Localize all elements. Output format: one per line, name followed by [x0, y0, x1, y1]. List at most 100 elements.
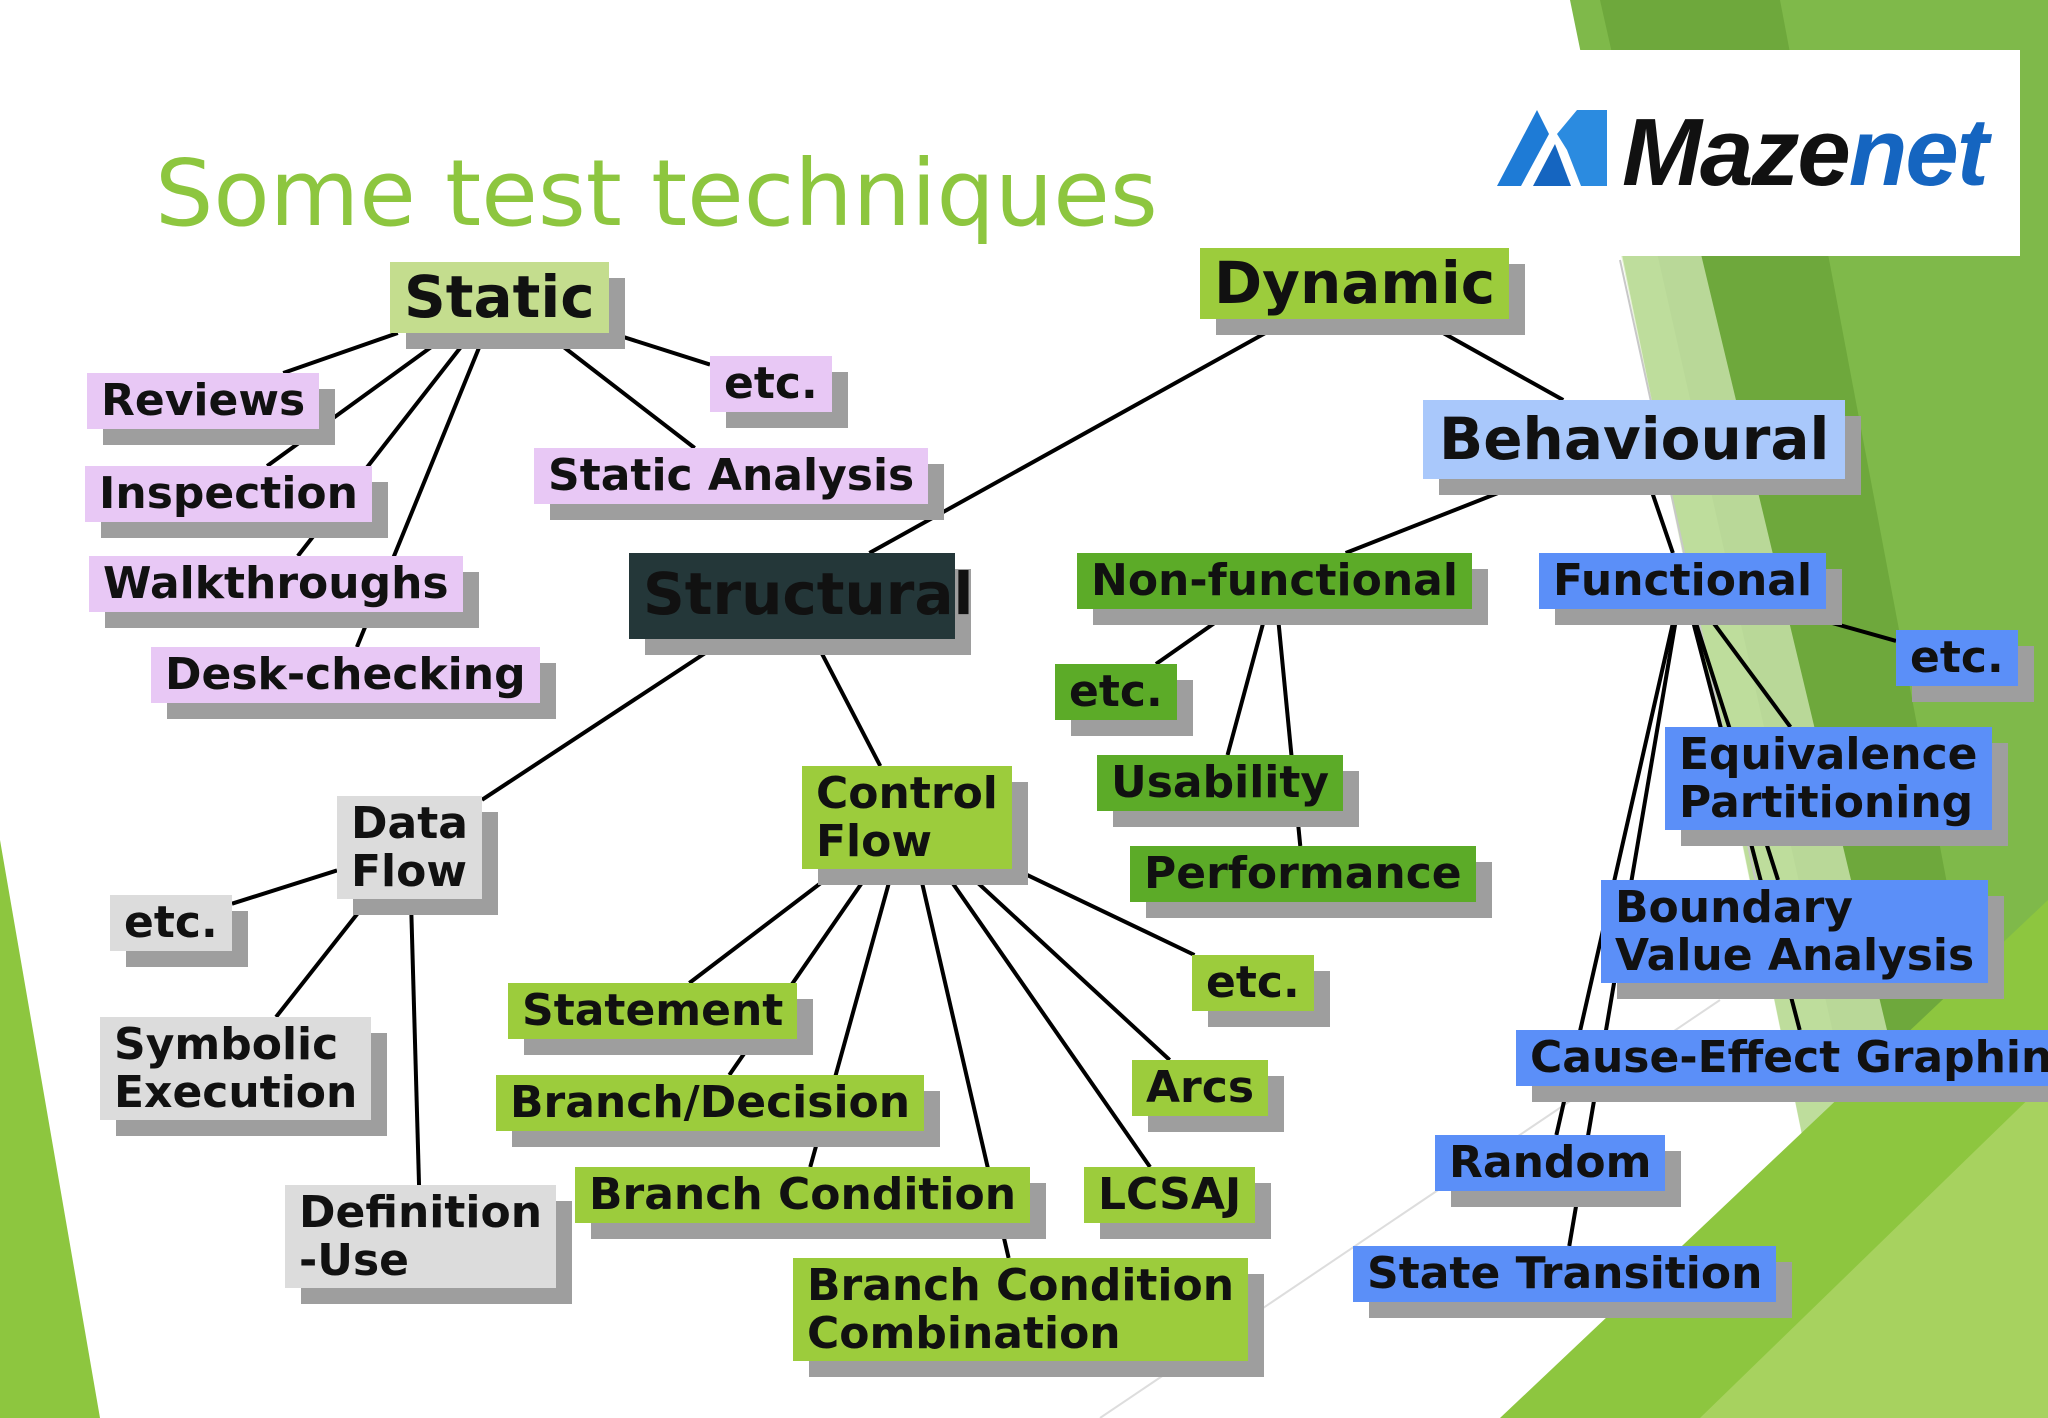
connector-static-reviews — [282, 331, 399, 375]
connector-dynamic-behavioural — [1417, 317, 1565, 402]
connector-structural-control_flow — [812, 638, 883, 767]
connector-functional-equivalence_partitioning — [1701, 607, 1793, 729]
connector-data_flow-symbolic_execution — [274, 897, 371, 1019]
connector-non_functional-non_functional_etc — [1154, 607, 1236, 666]
node-label: Branch Condition — [589, 1169, 1017, 1220]
connector-static-walkthroughs — [296, 331, 474, 558]
node-label-line1: Boundary — [1615, 882, 1853, 933]
node-label: Behavioural — [1439, 405, 1830, 473]
node-label-line2: Combination — [807, 1307, 1121, 1359]
node-label: Reviews — [101, 375, 306, 426]
node-random: Random — [1435, 1135, 1666, 1191]
node-label-line1: Control — [816, 768, 998, 819]
node-functional: Functional — [1539, 553, 1827, 609]
node-label: State Transition — [1367, 1248, 1763, 1299]
node-functional-etc: etc. — [1896, 630, 2018, 686]
node-label: etc. — [124, 897, 218, 948]
logo-text-main: Maze — [1622, 99, 1851, 206]
connector-behavioural-functional — [1645, 478, 1675, 554]
node-lcsaj: LCSAJ — [1084, 1167, 1256, 1223]
node-label-line1: Definition — [299, 1187, 543, 1238]
node-behavioural: Behavioural — [1423, 400, 1846, 479]
node-label: Functional — [1553, 555, 1813, 606]
node-label-line2: Partitioning — [1679, 776, 1974, 828]
connector-data_flow-definition_use — [408, 898, 422, 1186]
connector-static-static_analysis — [544, 331, 696, 450]
node-label-line1: Branch Condition — [807, 1260, 1235, 1311]
node-label: LCSAJ — [1098, 1169, 1242, 1220]
logo-text-accent: net — [1848, 99, 1989, 206]
node-label: etc. — [1069, 666, 1163, 717]
node-label: Non-functional — [1091, 555, 1458, 606]
node-label: Structural — [643, 560, 974, 628]
node-label-line2: Flow — [351, 845, 468, 897]
node-label-line2: Value Analysis — [1615, 929, 1975, 981]
connector-non_functional-usability — [1225, 608, 1269, 756]
node-walkthroughs: Walkthroughs — [89, 556, 463, 612]
node-label: Cause-Effect Graphing — [1530, 1032, 2048, 1083]
node-label: Statement — [522, 985, 784, 1036]
node-statement: Statement — [508, 983, 798, 1039]
node-label: Desk-checking — [165, 649, 526, 700]
node-label-line2: -Use — [299, 1234, 410, 1286]
node-non-functional-etc: etc. — [1055, 664, 1177, 720]
connector-control_flow-branch_decision — [727, 867, 874, 1077]
node-state-transition: State Transition — [1353, 1246, 1777, 1302]
slide-title: Some test techniques — [155, 140, 1158, 247]
node-label: etc. — [1910, 632, 2004, 683]
bg-shape-left — [0, 840, 100, 1418]
node-usability: Usability — [1097, 755, 1344, 811]
node-reviews: Reviews — [87, 373, 320, 429]
node-desk-checking: Desk-checking — [151, 647, 540, 703]
node-inspection: Inspection — [85, 466, 372, 522]
node-branch-decision: Branch/Decision — [496, 1075, 925, 1131]
node-label: Usability — [1111, 757, 1330, 808]
mazenet-logo-icon — [1497, 110, 1607, 186]
node-label-line2: Flow — [816, 815, 933, 867]
node-label: etc. — [724, 358, 818, 409]
node-non-functional: Non-functional — [1077, 553, 1472, 609]
node-static-etc: etc. — [710, 356, 832, 412]
node-label: Random — [1449, 1137, 1652, 1188]
node-static: Static — [390, 262, 609, 333]
node-label-line1: Symbolic — [114, 1019, 339, 1070]
node-definition-use: Definition-Use — [285, 1185, 557, 1289]
node-label: Static Analysis — [548, 450, 915, 501]
connector-structural-data_flow — [480, 637, 728, 802]
node-dynamic: Dynamic — [1200, 248, 1510, 319]
node-label: Arcs — [1146, 1062, 1255, 1113]
node-label: Inspection — [99, 468, 358, 519]
node-label-line1: Data — [351, 798, 468, 849]
node-label: etc. — [1206, 957, 1300, 1008]
node-static-analysis: Static Analysis — [534, 448, 929, 504]
connector-static-static_etc — [608, 330, 711, 367]
node-branch-condition: Branch Condition — [575, 1167, 1031, 1223]
node-performance: Performance — [1130, 846, 1476, 902]
node-label: Branch/Decision — [510, 1077, 911, 1128]
connector-control_flow-lcsaj — [941, 867, 1152, 1169]
node-label: Static — [404, 263, 595, 331]
connector-behavioural-non_functional — [1344, 477, 1535, 555]
node-data-flow-etc: etc. — [110, 895, 232, 951]
connector-functional-functional_etc — [1781, 607, 1897, 643]
node-label: Dynamic — [1214, 249, 1496, 317]
connector-control_flow-statement — [688, 867, 841, 985]
node-structural: Structural — [629, 553, 974, 639]
connector-control_flow-control_flow_etc — [1011, 865, 1196, 957]
connector-dynamic-structural — [868, 317, 1292, 555]
node-label: Performance — [1144, 848, 1462, 899]
node-control-flow-etc: etc. — [1192, 955, 1314, 1011]
node-cause-effect-graphing: Cause-Effect Graphing — [1516, 1030, 2048, 1086]
connector-static-inspection — [265, 331, 452, 468]
node-label-line2: Execution — [114, 1066, 358, 1118]
connector-control_flow-arcs — [961, 867, 1172, 1062]
connector-data_flow-data_flow_etc — [231, 868, 338, 906]
bg-shape-bottom-right-light — [1700, 1080, 2048, 1418]
node-label-line1: Equivalence — [1679, 729, 1978, 780]
